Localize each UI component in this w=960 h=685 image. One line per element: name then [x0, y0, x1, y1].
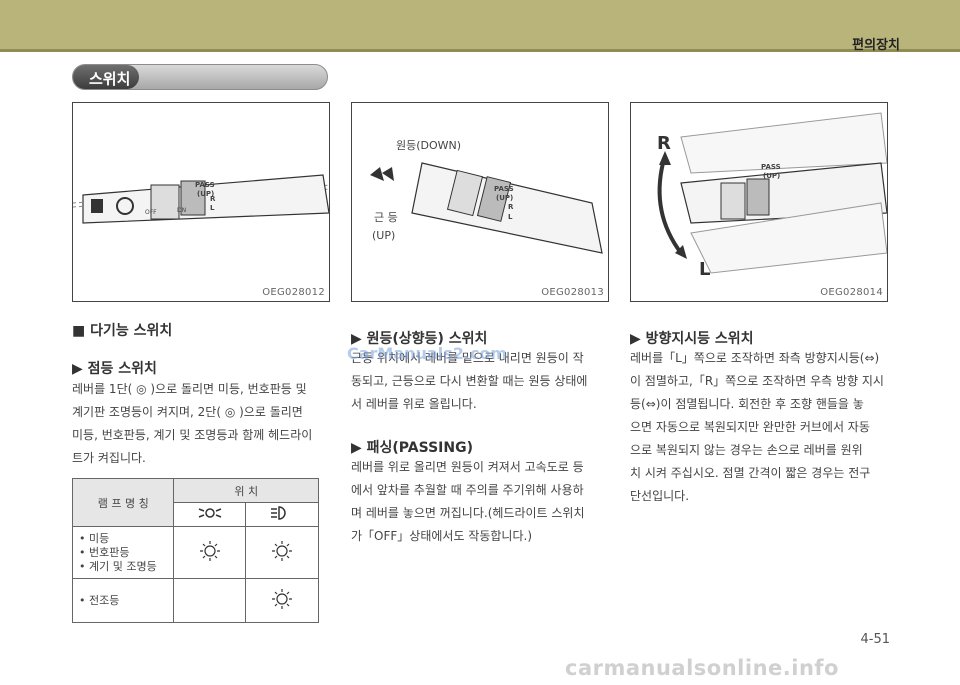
- header-band: [0, 0, 960, 52]
- header-lamp-name: 램 프 명 칭: [71, 478, 175, 527]
- lever-illustration-1: [73, 174, 329, 224]
- lamp-on-icon: [173, 526, 247, 579]
- page-title: 스위치: [89, 70, 131, 88]
- lamp-on-icon: [245, 578, 319, 623]
- table-row: • 미등 • 번호판등 • 계기 및 조명등: [71, 526, 319, 579]
- page-number: 4-51: [860, 632, 890, 647]
- heading-turn-signal: ▶ 방향지시등 스위치: [630, 331, 754, 347]
- high-beam-text: 근등 위치에서 레버를 밑으로 내리면 원등이 작 동되고, 근등으로 다시 변…: [351, 351, 588, 411]
- heading-light-switch: ▶ 점등 스위치: [72, 361, 157, 377]
- section-label: 편의장치: [852, 38, 900, 53]
- watermark-carmanualsonline: carmanualsonline.info: [565, 656, 839, 680]
- figure-code: OEG028014: [820, 287, 883, 298]
- header-position: 위 치: [173, 478, 319, 503]
- lever-illustration-3: [657, 112, 887, 274]
- watermark-carmanuals2: CarManuals2.com: [347, 344, 508, 363]
- heading-multifunction-switch: ■ 다기능 스위치: [72, 323, 173, 339]
- figure-turn-signal-switch: R L PASS (UP) OEG028014: [630, 102, 888, 302]
- turn-signal-text: 레버를「L」쪽으로 조작하면 좌측 방향지시등(⇔) 이 점멸하고,「R」쪽으로…: [630, 351, 884, 503]
- table-row: • 전조등: [71, 578, 319, 623]
- figure-code: OEG028012: [262, 287, 325, 298]
- figure-code: OEG028013: [541, 287, 604, 298]
- figure-combination-switch: PASS (UP) R L OFF DN OEG028012: [72, 102, 330, 302]
- lever-illustration-2: [370, 162, 603, 254]
- lamp-position-table: 램 프 명 칭 위 치 • 미등 • 번호판등 • 계기 및 조명등 • 전조등: [71, 478, 319, 623]
- passing-text: 레버를 위로 올리면 원등이 켜져서 고속도로 등 에서 앞차를 추월할 때 주…: [351, 460, 585, 543]
- heading-high-beam: ▶ 원등(상향등) 스위치: [351, 331, 488, 347]
- lamp-on-icon: [245, 526, 319, 579]
- position-1-icon: [173, 502, 247, 527]
- position-2-icon: [245, 502, 319, 527]
- figure-high-beam-switch: 원등(DOWN) 근 등 (UP) PASS (UP) R L OEG02801…: [351, 102, 609, 302]
- title-pill: 스위치: [72, 64, 328, 90]
- light-switch-text: 레버를 1단( ◎ )으로 돌리면 미등, 번호판등 및 계기판 조명등이 켜지…: [72, 382, 313, 465]
- heading-passing: ▶ 패싱(PASSING): [351, 440, 473, 456]
